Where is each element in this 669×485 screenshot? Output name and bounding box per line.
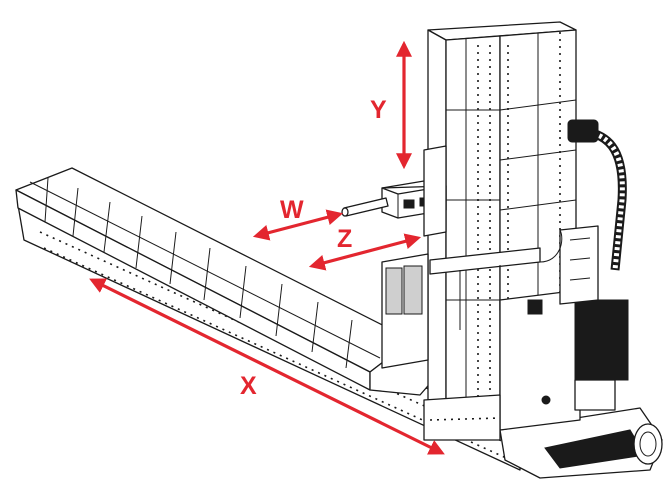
axis-labels: Y W Z X xyxy=(240,96,387,400)
z-axis-label: Z xyxy=(337,225,352,253)
headstock xyxy=(341,145,447,237)
x-axis-label: X xyxy=(240,372,257,400)
x-axis-arrow xyxy=(89,278,445,455)
z-axis-arrow xyxy=(308,233,422,271)
w-axis-label: W xyxy=(280,196,304,224)
axis-arrows xyxy=(89,40,445,455)
w-axis-arrow xyxy=(252,209,344,241)
y-axis-label: Y xyxy=(370,96,387,124)
cable-carrier xyxy=(567,119,627,271)
